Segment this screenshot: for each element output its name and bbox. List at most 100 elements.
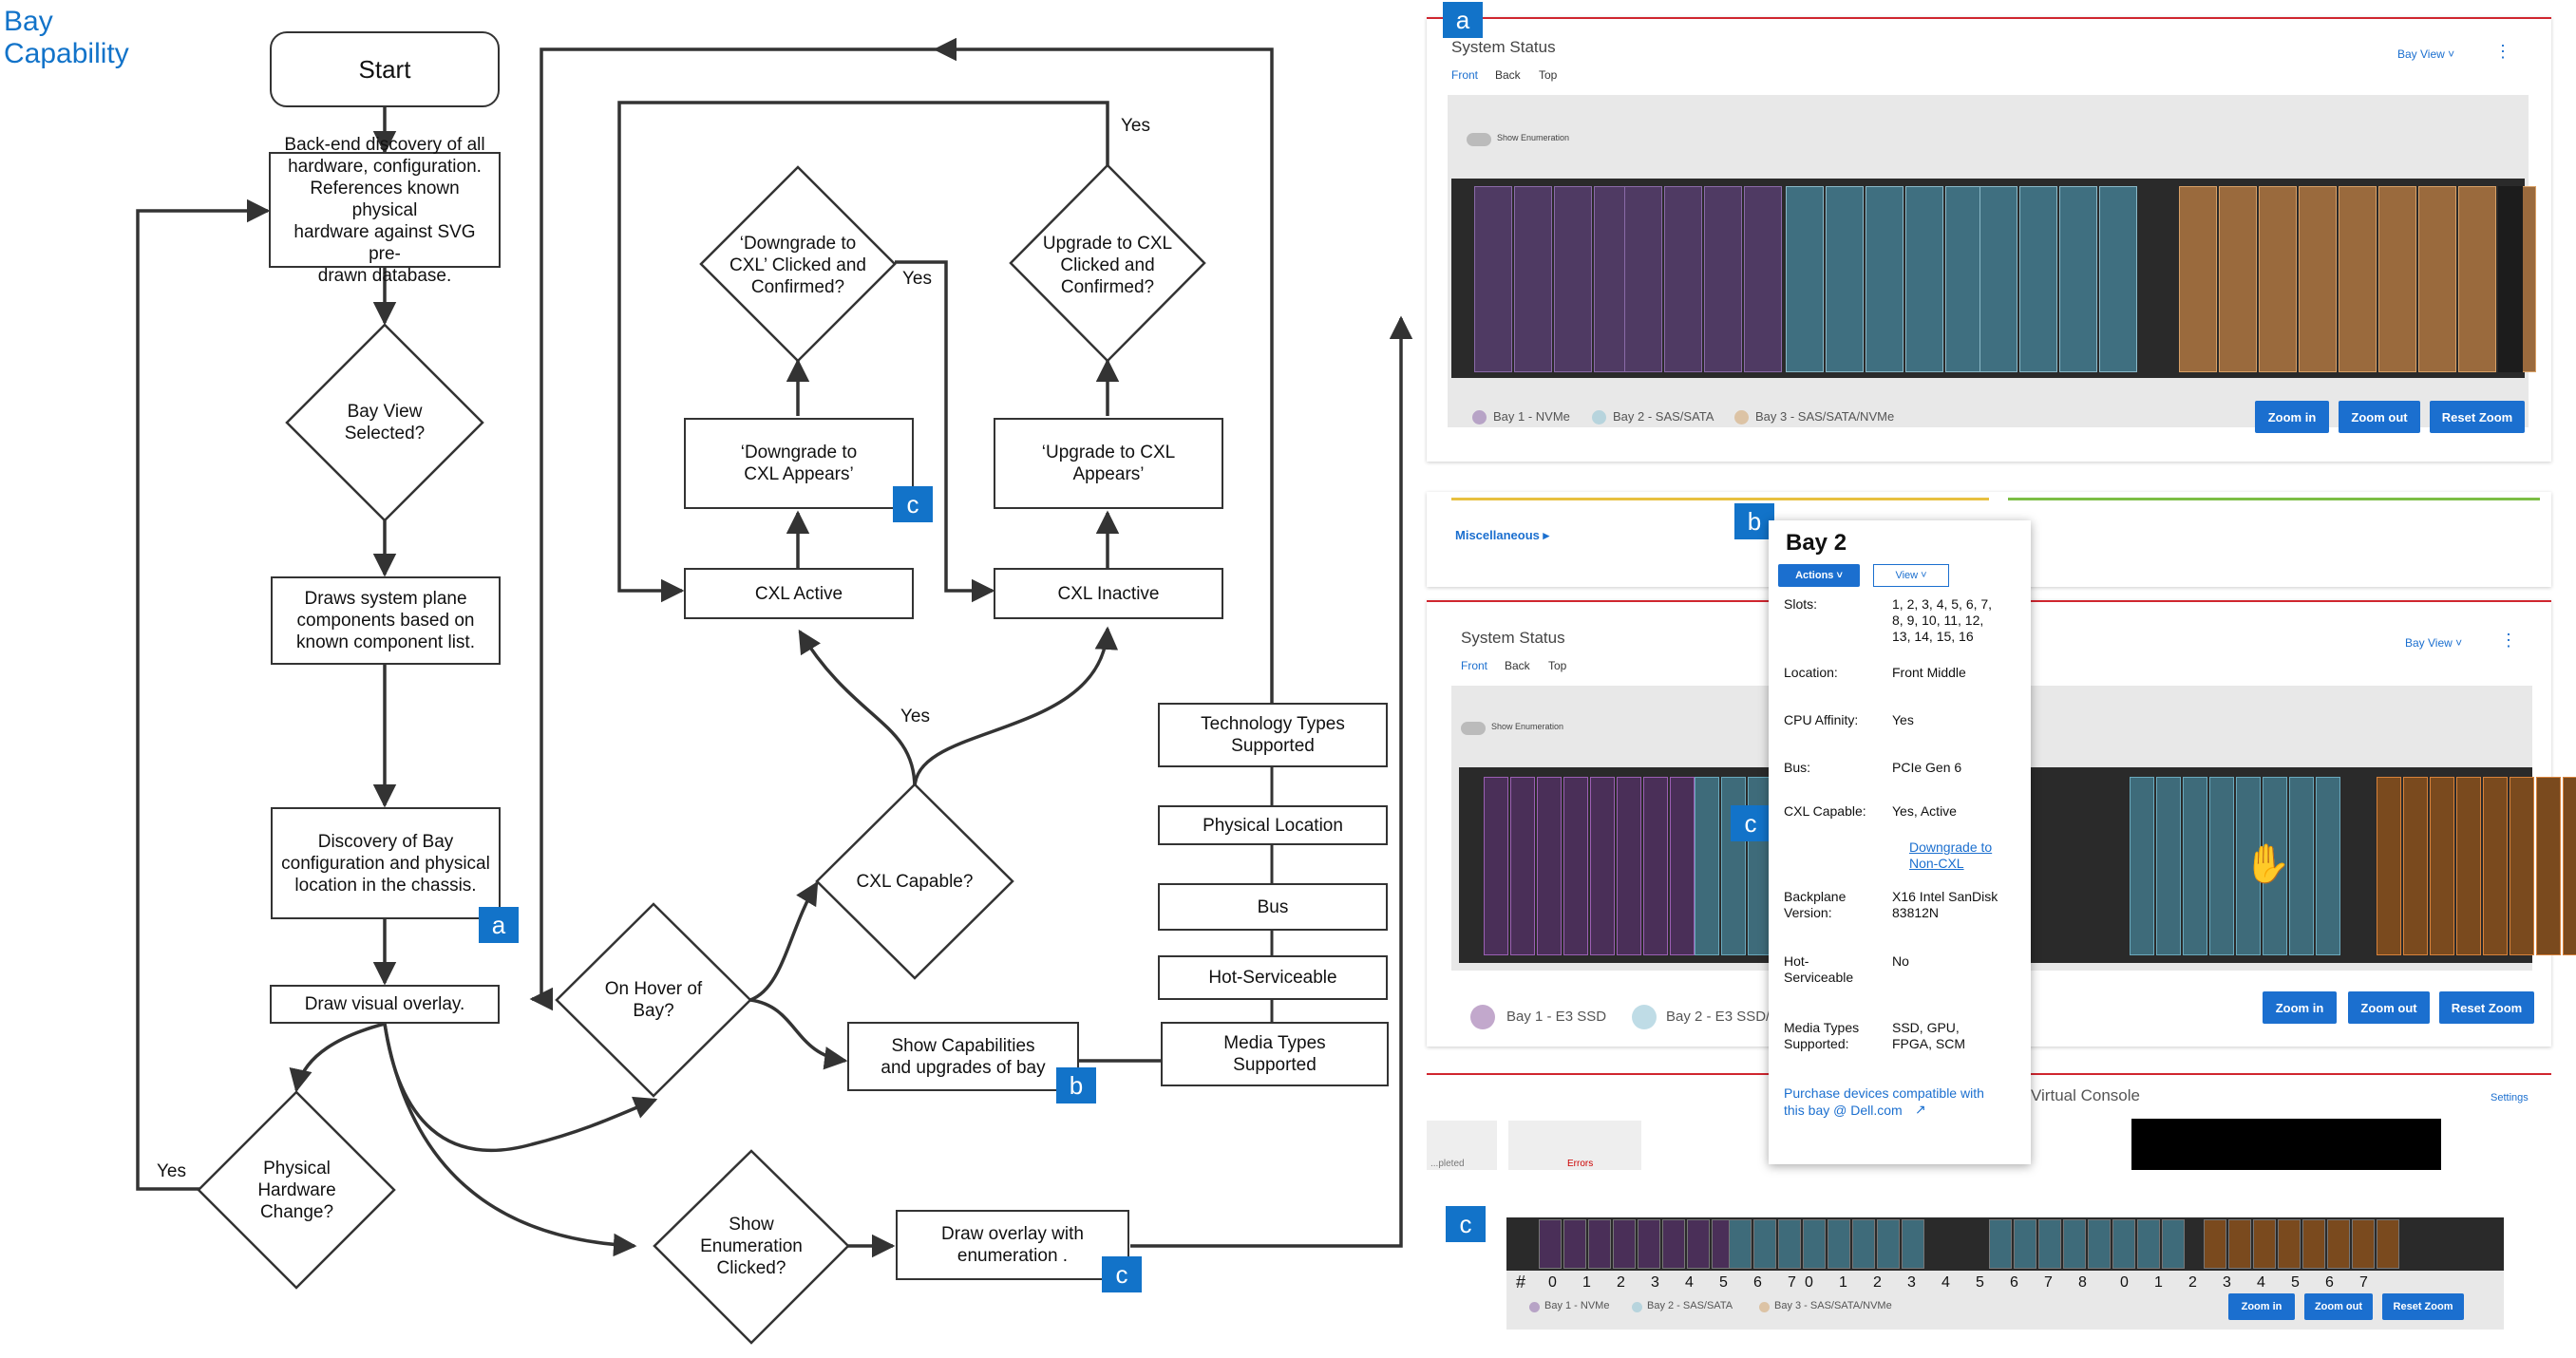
drive-slot[interactable] — [1852, 1219, 1875, 1269]
zoom-in-button-a[interactable]: Zoom in — [2255, 401, 2329, 433]
tab-front-a[interactable]: Front — [1451, 68, 1479, 82]
tab-top-a[interactable]: Top — [1539, 68, 1558, 82]
drive-slot[interactable] — [2204, 1219, 2226, 1269]
drive-slot[interactable] — [2059, 186, 2097, 372]
drive-slot[interactable] — [2418, 186, 2456, 372]
drive-slot[interactable] — [2299, 186, 2337, 372]
drive-slot[interactable] — [1744, 186, 1782, 372]
drive-slot[interactable] — [1989, 1219, 2012, 1269]
drive-slot[interactable] — [2137, 1219, 2160, 1269]
tab-top-b[interactable]: Top — [1548, 659, 1567, 672]
drive-slot[interactable] — [2510, 777, 2534, 955]
drive-slot[interactable] — [2209, 777, 2234, 955]
tab-back-b[interactable]: Back — [1505, 659, 1530, 672]
drive-slot[interactable] — [2179, 186, 2217, 372]
drive-slot[interactable] — [1617, 777, 1641, 955]
miscellaneous-link[interactable]: Miscellaneous ▸ — [1455, 528, 1550, 542]
drive-slot[interactable] — [2430, 777, 2454, 955]
drive-slot[interactable] — [2219, 186, 2257, 372]
drive-slot[interactable] — [1664, 186, 1702, 372]
drive-slot[interactable] — [2403, 777, 2428, 955]
drive-slot[interactable] — [1590, 777, 1615, 955]
view-dropdown[interactable]: View ˅ — [1873, 564, 1949, 587]
drive-slot[interactable] — [1613, 1219, 1636, 1269]
drive-slot[interactable] — [1510, 777, 1535, 955]
drive-slot[interactable] — [2289, 777, 2314, 955]
drive-slot[interactable] — [1704, 186, 1742, 372]
completed-tab[interactable]: ...pleted — [1427, 1121, 1497, 1170]
drive-slot[interactable] — [1539, 1219, 1562, 1269]
drive-slot[interactable] — [2156, 777, 2181, 955]
settings-link[interactable]: Settings — [2491, 1092, 2529, 1103]
errors-tab[interactable]: Errors — [1508, 1121, 1641, 1170]
drive-slot[interactable] — [1563, 1219, 1586, 1269]
drive-slot[interactable] — [1826, 186, 1864, 372]
drive-slot[interactable] — [1563, 777, 1588, 955]
drive-slot[interactable] — [1778, 1219, 1801, 1269]
zoom-out-button-c[interactable]: Zoom out — [2304, 1293, 2373, 1320]
drive-slot[interactable] — [1729, 1219, 1752, 1269]
drive-slot[interactable] — [2259, 186, 2297, 372]
drive-slot[interactable] — [2088, 1219, 2111, 1269]
drive-slot[interactable] — [1670, 777, 1695, 955]
zoom-in-button-b[interactable]: Zoom in — [2263, 991, 2337, 1024]
drive-slot[interactable] — [2377, 777, 2401, 955]
drive-slot[interactable] — [1803, 1219, 1826, 1269]
drive-slot[interactable] — [1687, 1219, 1710, 1269]
drive-slot[interactable] — [1753, 1219, 1776, 1269]
downgrade-non-cxl-link[interactable]: Downgrade to Non-CXL — [1909, 839, 1993, 871]
drive-slot[interactable] — [1902, 1219, 1924, 1269]
drive-slot[interactable] — [2183, 777, 2207, 955]
drive-slot[interactable] — [2263, 777, 2287, 955]
drive-slot[interactable] — [2099, 186, 2137, 372]
drive-slot[interactable] — [2228, 1219, 2251, 1269]
purchase-devices-link[interactable]: Purchase devices compatible with this ba… — [1784, 1085, 1984, 1118]
drive-slot[interactable] — [1514, 186, 1552, 372]
tab-back-a[interactable]: Back — [1495, 68, 1521, 82]
drive-slot[interactable] — [1554, 186, 1592, 372]
drive-slot[interactable] — [1786, 186, 1824, 372]
reset-zoom-button-a[interactable]: Reset Zoom — [2430, 401, 2525, 433]
kebab-icon-a[interactable]: ⋮ — [2494, 42, 2511, 61]
drive-slot[interactable] — [2456, 777, 2481, 955]
drive-slot[interactable] — [1662, 1219, 1685, 1269]
drive-slot[interactable] — [2063, 1219, 2086, 1269]
drive-slot[interactable] — [2236, 777, 2261, 955]
drive-slot[interactable] — [1866, 186, 1904, 372]
drive-slot[interactable] — [1828, 1219, 1850, 1269]
drive-slot[interactable] — [1484, 777, 1508, 955]
reset-zoom-button-c[interactable]: Reset Zoom — [2382, 1293, 2464, 1320]
drive-slot[interactable] — [1905, 186, 1943, 372]
drive-slot[interactable] — [1721, 777, 1746, 955]
drive-slot[interactable] — [2253, 1219, 2276, 1269]
actions-dropdown[interactable]: Actions ˅ — [1778, 564, 1860, 587]
reset-zoom-button-b[interactable]: Reset Zoom — [2439, 991, 2534, 1024]
drive-slot[interactable] — [2327, 1219, 2350, 1269]
drive-slot[interactable] — [2014, 1219, 2036, 1269]
toggle-switch-b[interactable] — [1461, 722, 1486, 735]
toggle-switch-a[interactable] — [1467, 133, 1491, 146]
bay-view-dropdown-a[interactable]: Bay View ˅ — [2397, 47, 2455, 61]
drive-slot[interactable] — [2378, 186, 2416, 372]
drive-slot[interactable] — [2458, 186, 2496, 372]
tab-front-b[interactable]: Front — [1461, 659, 1488, 672]
zoom-out-button-b[interactable]: Zoom out — [2348, 991, 2430, 1024]
drive-slot[interactable] — [1624, 186, 1662, 372]
drive-slot[interactable] — [1877, 1219, 1900, 1269]
drive-slot[interactable] — [2162, 1219, 2185, 1269]
drive-slot[interactable] — [1643, 777, 1668, 955]
drive-slot[interactable] — [2130, 777, 2154, 955]
drive-slot[interactable] — [2563, 777, 2576, 955]
drive-slot[interactable] — [1979, 186, 2017, 372]
drive-slot[interactable] — [1474, 186, 1512, 372]
drive-slot[interactable] — [1588, 1219, 1611, 1269]
kebab-icon-b[interactable]: ⋮ — [2500, 631, 2517, 650]
drive-slot[interactable] — [2302, 1219, 2325, 1269]
zoom-out-button-a[interactable]: Zoom out — [2339, 401, 2420, 433]
bay-view-dropdown-b[interactable]: Bay View ˅ — [2405, 636, 2463, 650]
drive-slot[interactable] — [2352, 1219, 2375, 1269]
drive-slot[interactable] — [2377, 1219, 2399, 1269]
zoom-in-button-c[interactable]: Zoom in — [2228, 1293, 2295, 1320]
drive-slot[interactable] — [2278, 1219, 2301, 1269]
drive-slot[interactable] — [2483, 777, 2508, 955]
